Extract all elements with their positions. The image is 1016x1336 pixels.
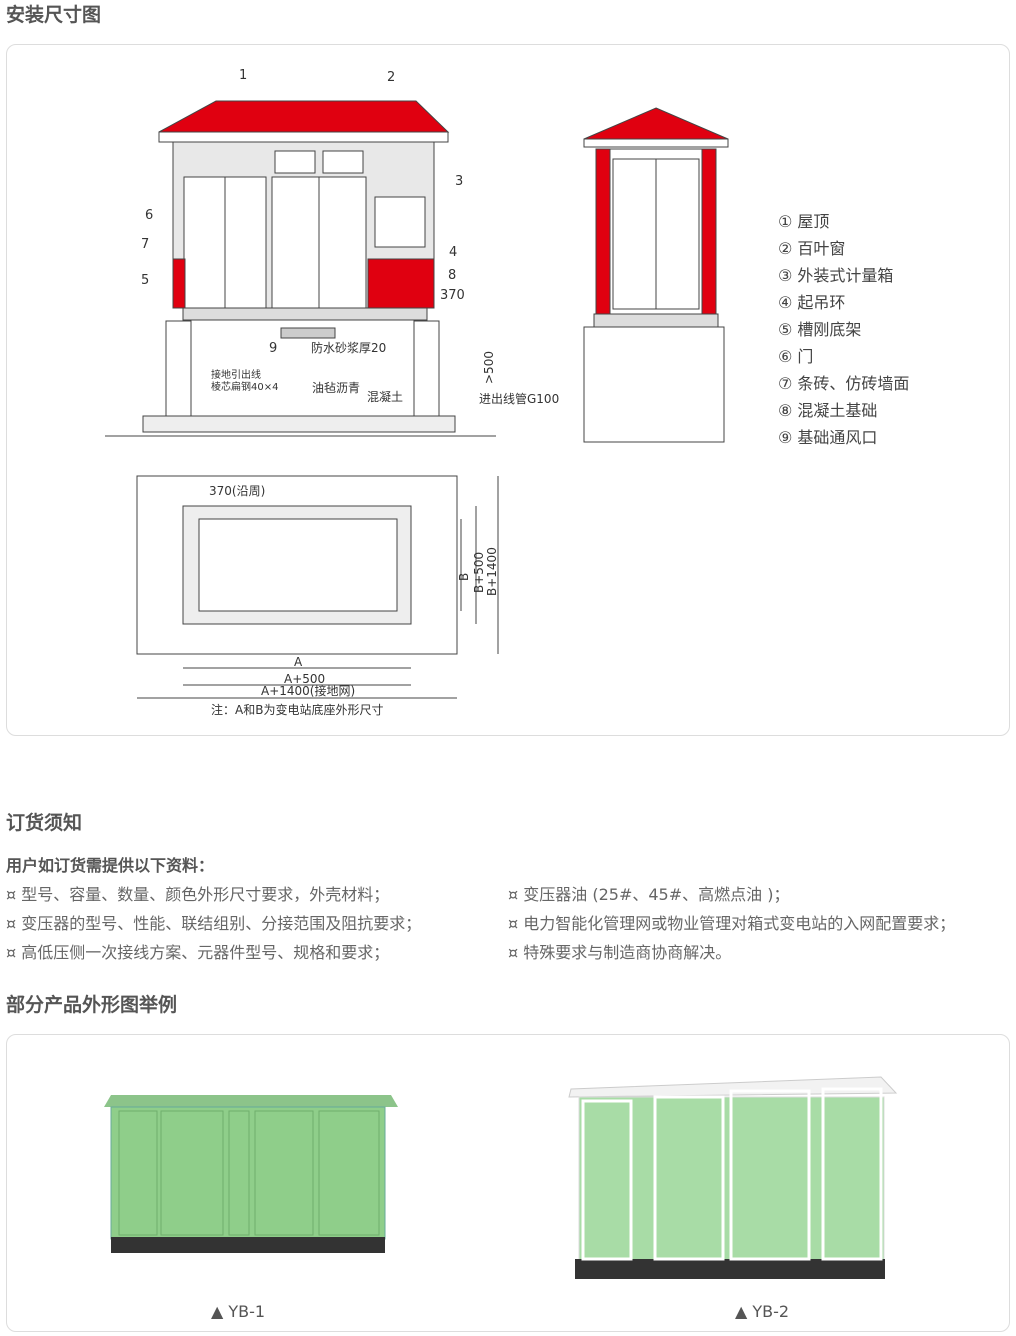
dim-a: A bbox=[294, 655, 303, 669]
label-8: 8 bbox=[448, 268, 456, 283]
label-3: 3 bbox=[455, 174, 463, 189]
diagram-note: 注：A和B为变电站底座外形尺寸 bbox=[211, 702, 383, 717]
legend-item: ⑥ 门 bbox=[778, 347, 814, 366]
label-6: 6 bbox=[145, 208, 153, 223]
label-7: 7 bbox=[141, 237, 149, 252]
legend-item: ⑤ 槽刚底架 bbox=[778, 320, 862, 339]
section-title-order: 订货须知 bbox=[6, 812, 83, 834]
dim-370: 370 bbox=[440, 288, 465, 303]
label-1: 1 bbox=[239, 68, 247, 83]
order-item: ¤ 变压器的型号、性能、联结组别、分接范围及阻抗要求； bbox=[6, 914, 422, 933]
label-2: 2 bbox=[387, 70, 395, 85]
product-caption-yb1: ▲ YB-1 bbox=[211, 1302, 266, 1321]
order-item: ¤ 型号、容量、数量、颜色外形尺寸要求，外壳材料； bbox=[6, 885, 390, 904]
legend-item: ② 百叶窗 bbox=[778, 239, 846, 258]
order-intro: 用户如订货需提供以下资料： bbox=[6, 856, 215, 875]
install-diagram: 1 2 3 4 5 6 7 8 9 370 防水砂浆厚20 接地引出线 棱芯扁钢… bbox=[105, 68, 729, 717]
roof bbox=[158, 100, 450, 133]
dim-b: B bbox=[457, 573, 471, 581]
product-yb1-image bbox=[104, 1095, 398, 1253]
section-title-examples: 部分产品外形图举例 bbox=[6, 994, 178, 1016]
legend-item: ⑧ 混凝土基础 bbox=[778, 401, 878, 420]
asphalt-label: 油毡沥青 bbox=[312, 381, 360, 395]
order-item: ¤ 电力智能化管理网或物业管理对箱式变电站的入网配置要求； bbox=[508, 914, 956, 933]
legend-item: ④ 起吊环 bbox=[778, 293, 846, 312]
dim-b1400: B+1400 bbox=[485, 547, 499, 596]
dim-a500: A+500 bbox=[284, 672, 325, 686]
legend-item: ⑨ 基础通风口 bbox=[778, 428, 878, 447]
install-diagram-panel: 1 2 3 4 5 6 7 8 9 370 防水砂浆厚20 接地引出线 棱芯扁钢… bbox=[6, 44, 1010, 736]
legend-item: ⑦ 条砖、仿砖墙面 bbox=[778, 374, 910, 393]
ground-label-2: 棱芯扁钢40×4 bbox=[211, 380, 278, 393]
waterproof-label: 防水砂浆厚20 bbox=[311, 340, 386, 355]
legend-item: ① 屋顶 bbox=[778, 212, 830, 231]
dim-gt500: >500 bbox=[482, 351, 496, 384]
order-item: ¤ 特殊要求与制造商协商解决。 bbox=[508, 943, 732, 962]
section-title-install: 安装尺寸图 bbox=[6, 4, 102, 26]
label-5: 5 bbox=[141, 273, 149, 288]
concrete-label: 混凝土 bbox=[367, 389, 403, 404]
product-yb2-image bbox=[568, 1076, 898, 1279]
conduit-label: 进出线管G100 bbox=[479, 391, 559, 406]
label-4: 4 bbox=[449, 245, 457, 260]
dim-b500: B+500 bbox=[472, 552, 486, 593]
products-panel bbox=[6, 1034, 1010, 1332]
product-images bbox=[104, 1076, 898, 1279]
legend-item: ③ 外装式计量箱 bbox=[778, 266, 894, 285]
ground-label: 接地引出线 bbox=[211, 368, 261, 381]
order-item: ¤ 变压器油 (25#、45#、高燃点油 )； bbox=[508, 885, 790, 904]
label-9: 9 bbox=[269, 341, 277, 356]
dim-370-around: 370(沿周) bbox=[209, 484, 265, 498]
order-item: ¤ 高低压侧一次接线方案、元器件型号、规格和要求； bbox=[6, 943, 390, 962]
product-caption-yb2: ▲ YB-2 bbox=[735, 1302, 790, 1321]
legend: ① 屋顶 ② 百叶窗 ③ 外装式计量箱 ④ 起吊环 ⑤ 槽刚底架 ⑥ 门 ⑦ 条… bbox=[778, 208, 909, 451]
dim-a1400: A+1400(接地网) bbox=[261, 683, 355, 698]
